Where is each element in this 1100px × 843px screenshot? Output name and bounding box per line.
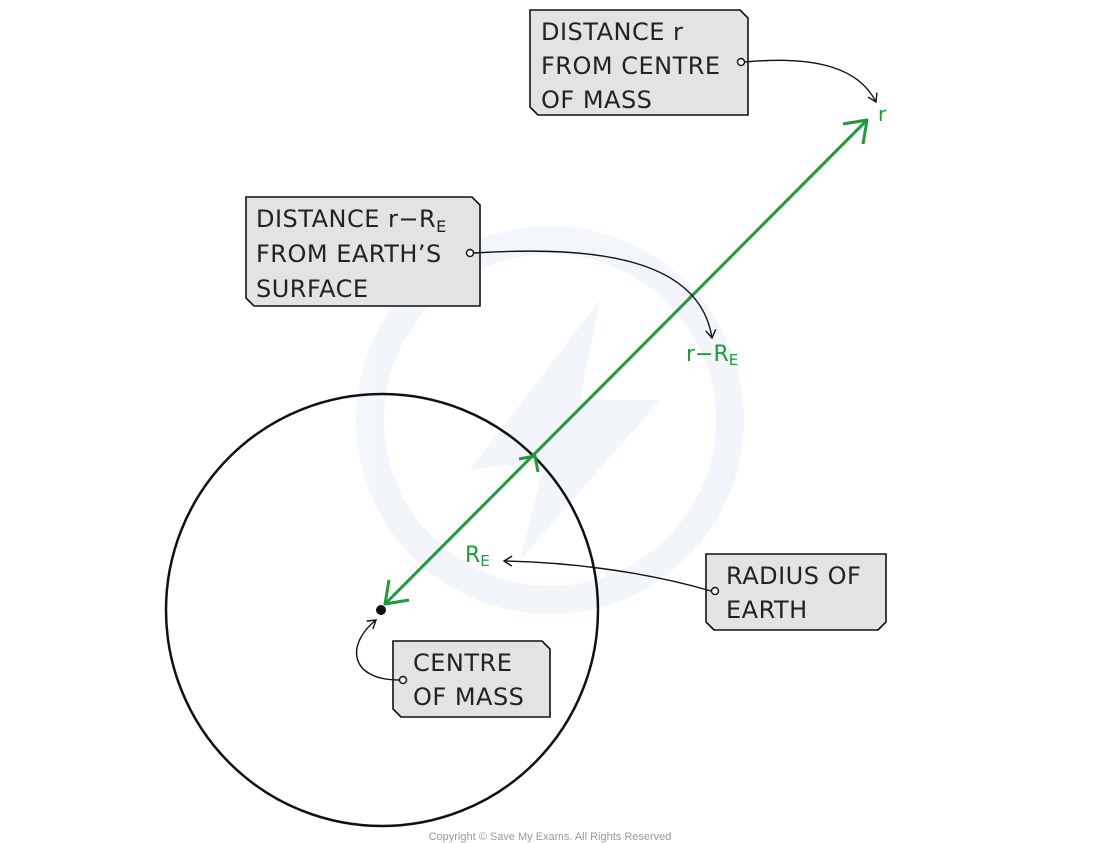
callout-distance-surface: DISTANCE r−RE FROM EARTH’S SURFACE (245, 196, 717, 340)
callout-centre-line2: OF MASS (413, 683, 524, 711)
callout-distance-r-line2: FROM CENTRE (541, 52, 721, 80)
callout-radius: RADIUS OF EARTH (502, 553, 887, 631)
centre-of-mass-dot (376, 605, 386, 615)
arrowhead-centre (383, 579, 410, 606)
distance-line (383, 118, 869, 606)
callout-surface-line1: DISTANCE r−RE (256, 205, 447, 236)
callout-radius-line2: EARTH (726, 596, 808, 624)
label-r-minus-re-sub: E (729, 351, 738, 369)
callout-surface-line3: SURFACE (256, 275, 369, 303)
callout-centre-line1: CENTRE (413, 649, 512, 677)
callout-centre-of-mass: CENTRE OF MASS (355, 619, 551, 718)
copyright-text: Copyright © Save My Exams. All Rights Re… (429, 831, 672, 843)
label-r-minus-re: r−RE (686, 342, 738, 369)
connector-radius (502, 555, 712, 592)
label-r: r (878, 102, 887, 126)
callout-distance-r-line3: OF MASS (541, 86, 652, 114)
label-r-minus-re-main: r−R (686, 342, 729, 367)
connector-centre (355, 619, 400, 681)
label-re-main: R (465, 543, 480, 568)
callout-radius-line1: RADIUS OF (726, 562, 861, 590)
connector-distance-r (744, 59, 878, 104)
label-re-sub: E (480, 552, 489, 570)
callout-surface-line1-sub: E (436, 217, 447, 236)
label-re: RE (465, 543, 490, 570)
earth-circle (164, 392, 600, 828)
connector-distance-surface (473, 250, 717, 340)
arrowhead-r (842, 118, 869, 145)
callout-distance-r-line1: DISTANCE r (541, 18, 683, 46)
callout-surface-line2: FROM EARTH’S (256, 240, 442, 268)
callout-distance-r: DISTANCE r FROM CENTRE OF MASS (529, 9, 878, 116)
surface-tick-mark (518, 454, 540, 473)
callout-surface-line1-main: DISTANCE r−R (256, 205, 436, 233)
watermark-logo (356, 226, 744, 614)
